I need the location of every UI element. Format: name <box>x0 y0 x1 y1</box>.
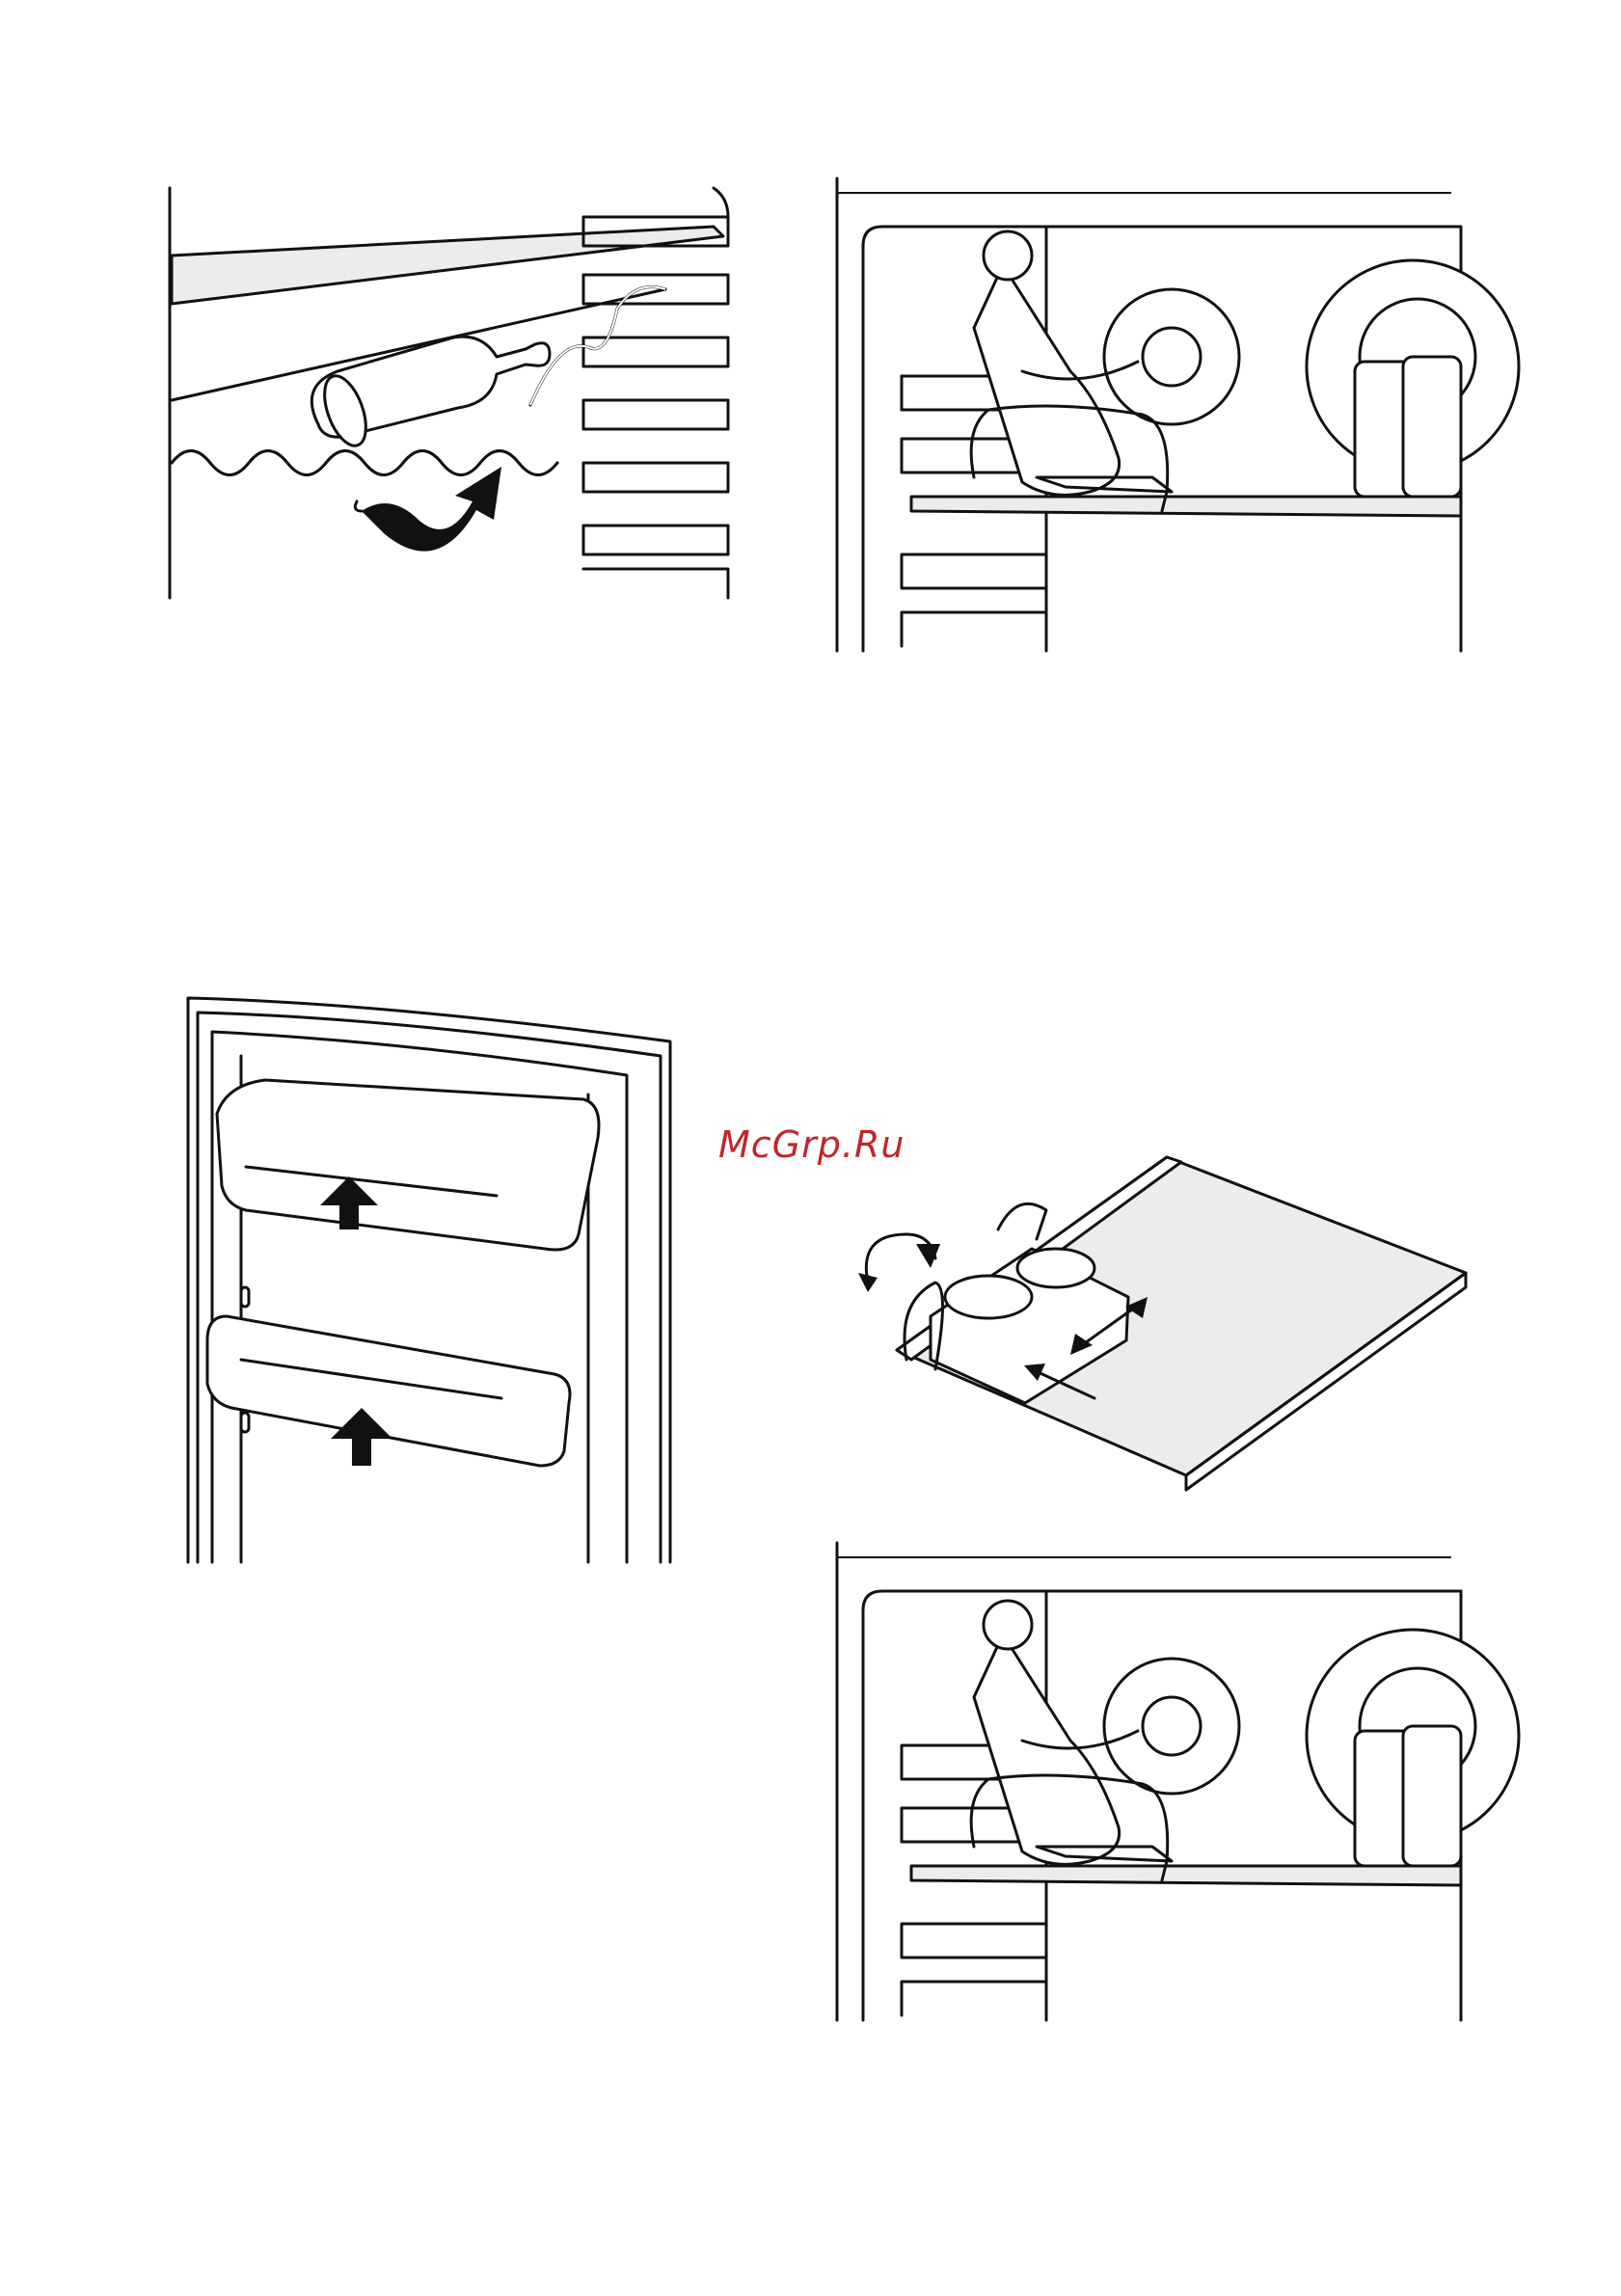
door-balconies-figure <box>183 988 714 1567</box>
shelf-bottle-holder-figure <box>839 1138 1475 1495</box>
bottle-holder-figure-top <box>834 178 1466 651</box>
wine-rack-figure <box>164 183 743 608</box>
curved-arrow-icon <box>362 467 501 552</box>
bottle-holder-figure-bottom <box>834 1543 1466 2020</box>
wine-bottle-icon <box>311 337 550 451</box>
